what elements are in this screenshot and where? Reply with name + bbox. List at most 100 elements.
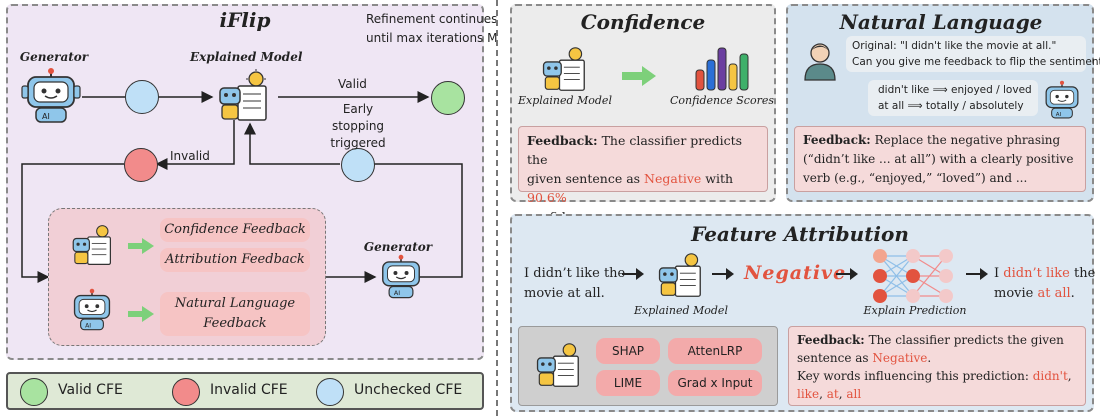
explained-model-label: Explained Model — [190, 50, 303, 64]
fa-model-icon — [658, 253, 701, 297]
nlf-map1-from: didn't like — [878, 84, 930, 96]
refinement-note-line1: Refinement continues — [366, 12, 498, 26]
nlf-map2-to: totally / absolutely — [925, 100, 1024, 112]
method-shap: SHAP — [596, 338, 660, 364]
confidence-scores-icon — [695, 47, 749, 91]
confidence-feedback-negative: Negative — [644, 171, 702, 186]
nlf-bubble-line1: Original: "I didn't like the movie at al… — [852, 40, 1057, 52]
fa-feedback-text3: Key words influencing this prediction: — [797, 369, 1033, 383]
confidence-model-icon — [542, 47, 585, 91]
valid-cfe-circle — [431, 81, 465, 115]
legend-valid-swatch — [20, 378, 48, 406]
fa-feedback-text2a: sentence as — [797, 351, 873, 365]
fa-out-dot: . — [1070, 286, 1075, 301]
section-divider — [496, 0, 498, 416]
confidence-title: Confidence — [580, 10, 706, 34]
legend-unchecked-label: Unchecked CFE — [354, 382, 463, 398]
nlf-feedback-box: Feedback: Replace the negative phrasing … — [794, 126, 1086, 192]
nlf-map2-arrow: ⟹ — [907, 100, 923, 112]
nlf-map1-to: enjoyed / loved — [951, 84, 1032, 96]
confidence-feedback-head: Feedback: — [527, 133, 598, 148]
attribution-feedback-pill: Attribution Feedback — [160, 248, 310, 272]
nlf-feedback-head: Feedback: — [803, 133, 871, 147]
fa-output-sentence: I didn’t like the movie at all. — [994, 264, 1095, 304]
fa-input-line1: I didn’t like the — [524, 266, 626, 281]
confidence-feedback-text1: The classifier predicts the — [527, 133, 743, 167]
refinement-note-line2: until max iterations M — [366, 31, 498, 45]
person-avatar-icon — [804, 43, 836, 81]
confidence-scores-label: Confidence Scores — [670, 94, 774, 107]
nlf-generator-robot-icon: AI — [1045, 80, 1079, 119]
fa-kw-comma-3: , — [838, 387, 847, 401]
nl-feedback-line1: Natural Language — [174, 296, 296, 311]
method-lime: LIME — [596, 370, 660, 396]
fa-explained-model-label: Explained Model — [634, 304, 728, 317]
neural-network-icon — [873, 249, 953, 303]
fa-input-sentence: I didn’t like the movie at all. — [524, 264, 625, 304]
confidence-feedback-text2a: given sentence as — [527, 171, 645, 186]
fa-input-line2: movie at all. — [524, 286, 605, 301]
generator-label-bottom: Generator — [363, 240, 433, 254]
generator-to-unchecked — [374, 163, 463, 278]
unchecked-cfe-circle-2 — [341, 148, 375, 182]
nlf-ai-text: AI — [1056, 112, 1062, 118]
nlf-bubble-line2: Can you give me feedback to flip the sen… — [852, 56, 1100, 68]
arrow-right-icon-2 — [712, 268, 734, 280]
model-to-invalid — [155, 120, 235, 170]
fa-kw-didnt: didn't — [1032, 369, 1068, 383]
confidence-feedback-percent: 90.6% — [527, 190, 567, 205]
arrow-right-icon-3 — [836, 268, 858, 280]
explained-model-icon — [219, 69, 267, 121]
green-arrow-icon — [128, 238, 154, 254]
nlf-feedback-text3: verb (e.g., “enjoyed,” “loved”) and ... — [803, 171, 1028, 185]
arrow-right-icon — [622, 268, 644, 280]
invalid-cfe-circle — [124, 148, 158, 182]
iflip-title: iFlip — [219, 8, 271, 32]
confidence-feedback-pill: Confidence Feedback — [160, 218, 310, 242]
fa-explain-label: Explain Prediction — [863, 304, 967, 317]
nlf-feedback-text1: Replace the negative phrasing — [874, 133, 1061, 147]
method-grad-x-input: Grad x Input — [668, 370, 762, 396]
fa-feedback-text2b: . — [927, 351, 932, 365]
generator-robot-icon: AI — [21, 68, 81, 123]
confidence-feedback-box: Feedback: The classifier predicts the gi… — [518, 126, 768, 224]
nl-feedback-line2: Feedback — [203, 316, 267, 331]
fa-out-a: I — [994, 266, 1004, 281]
legend — [6, 372, 484, 410]
valid-label: Valid — [338, 77, 367, 91]
legend-valid-label: Valid CFE — [58, 382, 123, 398]
refinement-note: Refinement continues until max iteration… — [366, 10, 497, 48]
legend-invalid-swatch — [172, 378, 200, 406]
nl-feedback-pill: Natural Language Feedback — [160, 292, 310, 336]
legend-invalid-label: Invalid CFE — [210, 382, 288, 398]
fa-methods-model-icon — [536, 343, 579, 387]
unchecked-cfe-circle-1 — [125, 80, 159, 114]
green-arrow-icon-2 — [128, 306, 154, 322]
nlf-chat-bubble: Original: "I didn't like the movie at al… — [846, 36, 1100, 72]
nlf-map1-arrow: ⟹ — [932, 84, 948, 96]
early-stopping-line1: Early stopping — [331, 102, 385, 133]
green-arrow-icon-3 — [622, 66, 656, 86]
invalid-label: Invalid — [170, 149, 210, 163]
generator-robot-icon-2: AI — [382, 254, 420, 299]
legend-unchecked-swatch — [316, 378, 344, 406]
feedback-model-icon — [72, 225, 111, 265]
fa-kw-like: like — [797, 387, 820, 401]
nlf-map2-from: at all — [878, 100, 905, 112]
fa-kw-all: all — [846, 387, 862, 401]
fa-out-movie: movie — [994, 286, 1038, 301]
nlf-feedback-text2: (“didn’t like ... at all”) with a clearl… — [803, 152, 1074, 166]
unchecked-to-model-2 — [244, 122, 340, 165]
early-stopping-label: Early stopping triggered — [318, 101, 398, 152]
generator-label-top: Generator — [19, 50, 89, 64]
generator-ai-text: AI — [42, 112, 50, 121]
invalid-to-feedback — [21, 163, 124, 283]
fa-feedback-text1: The classifier predicts the given — [868, 333, 1064, 347]
fa-title: Feature Attribution — [691, 222, 909, 246]
nlf-mapping-bubble: didn't like ⟹ enjoyed / loved at all ⟹ t… — [868, 80, 1038, 116]
fa-feedback-head: Feedback: — [797, 333, 865, 347]
arrow-right-icon-4 — [966, 268, 988, 280]
fa-kw-comma-2: , — [819, 387, 827, 401]
fa-feedback-negative: Negative — [872, 351, 928, 365]
feedback-ai-text: AI — [85, 322, 91, 329]
